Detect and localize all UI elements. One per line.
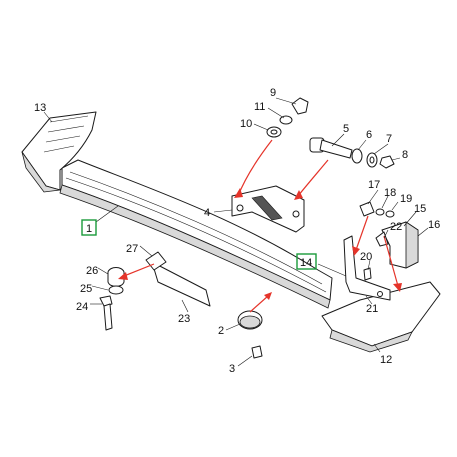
callout-5: 5 xyxy=(343,123,349,135)
callout-20: 20 xyxy=(360,251,372,263)
callout-12: 12 xyxy=(380,354,392,366)
callout-27: 27 xyxy=(126,243,138,255)
bumper-beam xyxy=(59,159,333,309)
callout-22: 22 xyxy=(390,221,402,233)
callout-14: 14 xyxy=(300,257,312,269)
leader-lines xyxy=(43,97,429,367)
callout-11: 11 xyxy=(254,101,265,113)
callout-26: 26 xyxy=(86,265,98,277)
right-mounting-bracket xyxy=(343,201,419,301)
callout-10: 10 xyxy=(240,118,252,130)
callout-19: 19 xyxy=(400,193,412,205)
callout-21: 21 xyxy=(366,303,378,315)
callout-6: 6 xyxy=(366,129,372,141)
callout-16: 16 xyxy=(428,219,440,231)
towing-eye-cover xyxy=(237,310,263,330)
callout-25: 25 xyxy=(80,283,92,295)
callout-3: 3 xyxy=(229,363,235,375)
callout-24: 24 xyxy=(76,301,88,313)
callout-23: 23 xyxy=(178,313,190,325)
callout-labels: 1 2 3 4 5 6 7 8 9 10 11 12 13 14 15 16 1… xyxy=(34,87,440,375)
left-mounting-bracket xyxy=(231,185,305,233)
left-end-cap xyxy=(21,111,97,193)
callout-2: 2 xyxy=(218,325,224,337)
callout-13: 13 xyxy=(34,102,46,114)
callout-18: 18 xyxy=(384,187,396,199)
callout-9: 9 xyxy=(270,87,276,99)
callout-8: 8 xyxy=(402,149,408,161)
right-end-cap xyxy=(321,281,441,353)
callout-4: 4 xyxy=(204,207,210,219)
screw xyxy=(251,345,263,359)
bolt-assembly-9-11 xyxy=(266,97,309,138)
callout-1: 1 xyxy=(86,223,92,235)
bolt-assembly-5-8 xyxy=(309,137,395,169)
callout-7: 7 xyxy=(386,133,392,145)
callout-17: 17 xyxy=(368,179,380,191)
highlight-box-1 xyxy=(81,219,97,236)
highlight-box-14 xyxy=(296,253,317,270)
assembly-arrows xyxy=(118,139,402,313)
license-plate-bracket xyxy=(99,251,211,331)
callout-15: 15 xyxy=(414,203,426,215)
